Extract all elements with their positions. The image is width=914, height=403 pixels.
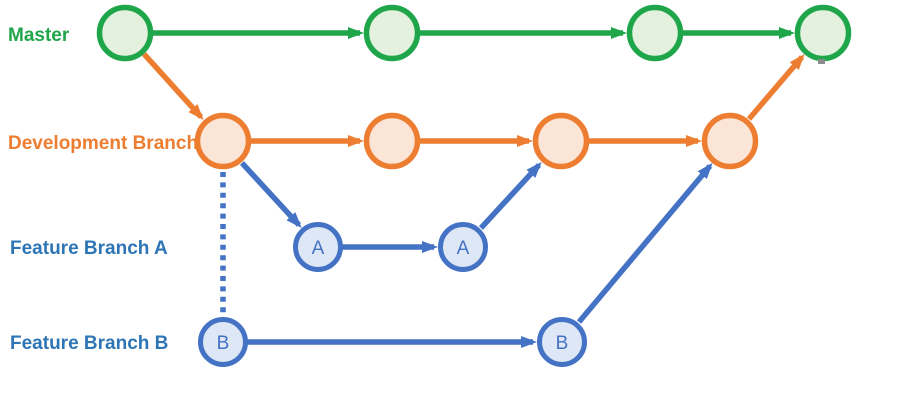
feature-a-commit-1-label: A: [312, 238, 325, 259]
stray-mark: [818, 59, 825, 64]
dev-commit-4: [701, 112, 759, 170]
feature-b-commit-1-label: B: [217, 333, 230, 354]
lane-label-feature-a: Feature Branch A: [10, 238, 168, 259]
merge-feature-a-to-dev-edge: [478, 162, 542, 230]
dev-commit-2: [363, 112, 421, 170]
feature-b-commit-2: [537, 317, 587, 367]
lane-label-master: Master: [8, 25, 70, 46]
feature-a-commit-1: [293, 222, 343, 272]
master-commit-4: [794, 4, 852, 62]
feature-a-commit-2-label: A: [457, 238, 470, 259]
master-commit-1: [96, 4, 154, 62]
lane-label-development: Development Branch: [8, 133, 198, 154]
master-commit-3: [626, 4, 684, 62]
feature-a-commit-2: [438, 222, 488, 272]
branch-dev-to-feature-a-edge: [239, 161, 302, 228]
lane-label-feature-b: Feature Branch B: [10, 333, 168, 354]
merge-feature-b-to-dev-edge: [576, 162, 713, 324]
dev-commit-1: [194, 112, 252, 170]
branch-master-to-dev-edge: [141, 52, 204, 120]
master-commit-2: [363, 4, 421, 62]
feature-b-commit-1: [198, 317, 248, 367]
dev-commit-3: [532, 112, 590, 170]
merge-dev-to-master-edge: [746, 53, 805, 121]
feature-b-commit-2-label: B: [556, 333, 569, 354]
